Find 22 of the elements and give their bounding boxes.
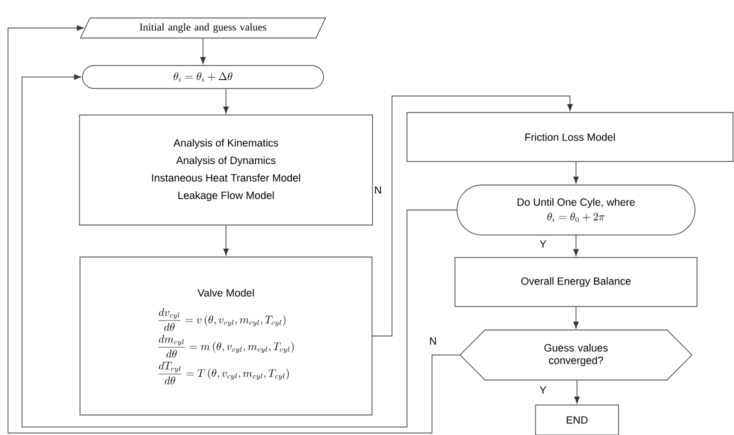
process-box: Analysis of Kinematics Analysis of Dynamics Instaneous Heat Transfer Model Leakage Flow Model — [79, 114, 373, 226]
process-box: Friction Loss Model — [406, 112, 734, 162]
arrow — [200, 38, 206, 64]
arrow — [8, 25, 460, 434]
edge-label: Y — [538, 239, 548, 249]
end-box: END — [535, 404, 619, 435]
loop-terminator: Do Until One Cyle, where $\theta_i = \theta_0 + 2\pi$ — [456, 184, 696, 236]
edge-label: Y — [538, 385, 548, 395]
process-box: Overall Energy Balance — [454, 257, 698, 307]
arrow — [22, 74, 457, 428]
arrow — [574, 380, 580, 404]
arrow — [573, 235, 579, 256]
loop-terminator: $\theta_i = \theta_i + \Delta\theta$ — [82, 65, 324, 89]
decision-hexagon: Guess values converged? — [460, 330, 692, 380]
edge-label: N — [373, 185, 383, 195]
arrow — [223, 88, 229, 114]
process-box: Valve Model $\frac{dv_{cyl}}{d\theta} = v\left(\theta, v_{cyl}, m_{cyl}, T_{cyl}\right)$ $\frac{dm_{cyl}}{d\theta} = m\left(\theta, v_{cyl}, m_{cyl}, T_{cyl}\right)$ $\frac{dT_{cyl}}{d\theta} = T\left(\theta, v_{cyl}, m_{cyl}, T_{cyl}\right)$ — [80, 256, 372, 416]
arrow — [223, 225, 229, 256]
arrow — [372, 96, 573, 336]
arrow — [573, 306, 579, 329]
arrow — [573, 162, 579, 184]
edge-label: N — [428, 336, 438, 346]
